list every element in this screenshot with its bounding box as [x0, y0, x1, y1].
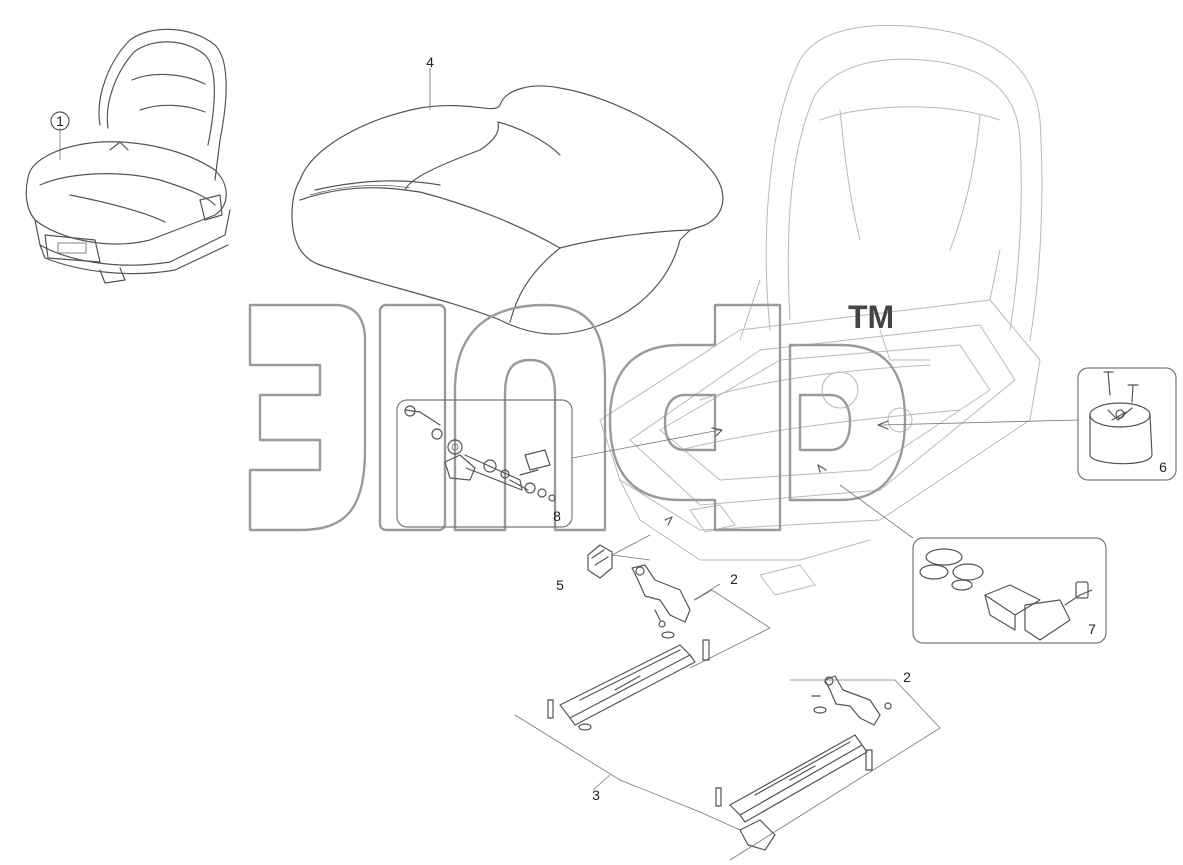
watermark-logo: TM [248, 299, 907, 532]
callout-7: 7 [1088, 621, 1096, 637]
seat-cushion-illustration [291, 85, 724, 335]
switch-illustration [587, 516, 673, 579]
motor-kit-illustration [817, 464, 1107, 644]
hardware-kit-illustration [396, 399, 723, 528]
callout-2-right: 2 [903, 669, 911, 685]
complete-seat-illustration [25, 28, 231, 284]
fan-unit-illustration [877, 367, 1177, 481]
callout-4: 4 [426, 54, 434, 70]
background-seat-frame [599, 24, 1043, 596]
bracket-left-illustration [611, 554, 771, 669]
callout-8: 8 [553, 508, 561, 524]
callout-2-left: 2 [730, 571, 738, 587]
callout-leaders [59, 68, 721, 791]
bracket-right-illustration [790, 675, 941, 729]
callout-1: 1 [56, 113, 64, 129]
callout-6: 6 [1159, 459, 1167, 475]
watermark-trademark: TM [848, 299, 894, 335]
callout-labels: 1 2 2 3 4 5 6 7 8 [50, 54, 1167, 803]
callout-3: 3 [592, 787, 600, 803]
slide-rails-illustration [514, 639, 941, 861]
callout-1-circle [50, 111, 70, 131]
callout-5: 5 [556, 577, 564, 593]
